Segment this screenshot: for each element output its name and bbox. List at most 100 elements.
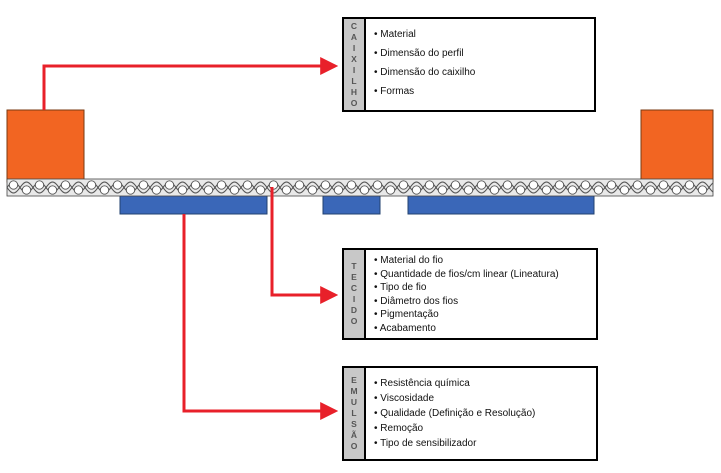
mesh-thread-circle xyxy=(567,185,578,195)
mesh-thread-circle xyxy=(528,180,539,190)
list-item: • Viscosidade xyxy=(374,393,435,404)
mesh-thread-circle xyxy=(73,185,84,195)
mesh-thread-circle xyxy=(437,185,448,195)
mesh-thread-circle xyxy=(294,180,305,190)
tab-letter: I xyxy=(352,42,356,53)
mesh-fabric xyxy=(6,178,714,197)
frame-block-left xyxy=(6,109,85,183)
tab-letter: C xyxy=(350,20,358,31)
list-item: • Resistência química xyxy=(374,378,470,389)
list-item: • Material do fio xyxy=(374,255,444,266)
tab-letter: O xyxy=(350,316,358,326)
tab-letter: U xyxy=(350,397,358,407)
tab-letter: I xyxy=(352,294,356,304)
tab-letter: D xyxy=(350,305,358,315)
mesh-thread-circle xyxy=(671,185,682,195)
tab-letter: C xyxy=(350,283,358,293)
mesh-thread-circle xyxy=(632,180,643,190)
list-item: • Remoção xyxy=(374,423,424,434)
mesh-thread-circle xyxy=(476,180,487,190)
mesh-thread-circle xyxy=(346,180,357,190)
list-item: • Dimensão do perfil xyxy=(374,48,464,59)
mesh-thread-circle xyxy=(593,185,604,195)
caixilho-box: C A I X I L H O • Material • Dimensão do… xyxy=(342,17,596,112)
tab-letter: O xyxy=(350,441,358,451)
mesh-wave-a xyxy=(6,181,714,194)
mesh-thread-circle xyxy=(112,180,123,190)
mesh-thread-circle xyxy=(619,185,630,195)
mesh-thread-circle xyxy=(411,185,422,195)
list-item: • Diâmetro dos fios xyxy=(374,295,459,307)
list-item: • Material xyxy=(374,29,416,40)
mesh-thread-circle xyxy=(307,185,318,195)
mesh-thread-circle xyxy=(606,180,617,190)
mesh-thread-circle xyxy=(658,180,669,190)
list-item: • Dimensão do caixilho xyxy=(374,67,476,78)
list-item: • Tipo de sensibilizador xyxy=(374,438,477,449)
caixilho-list: • Material • Dimensão do perfil • Dimens… xyxy=(366,19,475,110)
emulsao-list: • Resistência química • Viscosidade • Qu… xyxy=(366,368,535,459)
mesh-thread-circle xyxy=(229,185,240,195)
mesh-thread-circle xyxy=(502,180,513,190)
tecido-tab: T E C I D O xyxy=(344,250,366,338)
arrow-to-tecido xyxy=(270,187,339,304)
emulsao-tab: E M U L S Ã O xyxy=(344,368,366,459)
tab-letter: E xyxy=(351,375,357,385)
mesh-thread-circle xyxy=(125,185,136,195)
mesh-thread-circle xyxy=(372,180,383,190)
mesh-thread-circle xyxy=(164,180,175,190)
mesh-thread-circle xyxy=(151,185,162,195)
mesh-band xyxy=(6,178,714,197)
mesh-thread-circle xyxy=(489,185,500,195)
mesh-thread-circle xyxy=(21,185,32,195)
tab-letter: L xyxy=(351,75,357,86)
mesh-thread-circle xyxy=(190,180,201,190)
list-item: • Tipo de fio xyxy=(374,282,427,293)
mesh-thread-circle xyxy=(60,180,71,190)
mesh-thread-circle xyxy=(177,185,188,195)
arrow-to-emulsao xyxy=(182,214,339,420)
tab-letter: S xyxy=(351,419,357,429)
mesh-thread-circle xyxy=(8,180,19,190)
mesh-thread-circle xyxy=(580,180,591,190)
list-item: • Formas xyxy=(374,86,415,97)
tab-letter: T xyxy=(351,261,357,271)
tab-letter: H xyxy=(350,86,358,97)
mesh-thread-circle xyxy=(47,185,58,195)
mesh-thread-circle xyxy=(463,185,474,195)
mesh-thread-circle xyxy=(255,185,266,195)
mesh-thread-circle xyxy=(34,180,45,190)
mesh-thread-circle xyxy=(697,185,708,195)
tecido-list: • Material do fio • Quantidade de fios/c… xyxy=(366,250,559,338)
tab-letter: E xyxy=(351,272,357,282)
caixilho-tab: C A I X I L H O xyxy=(344,19,366,110)
mesh-thread-circle xyxy=(398,180,409,190)
tab-letter: A xyxy=(350,31,358,42)
mesh-thread-circle xyxy=(554,180,565,190)
list-item: • Qualidade (Definição e Resolução) xyxy=(374,408,536,419)
mesh-thread-circle xyxy=(203,185,214,195)
mesh-thread-circle xyxy=(333,185,344,195)
mesh-thread-circle xyxy=(281,185,292,195)
mesh-thread-circle xyxy=(385,185,396,195)
mesh-thread-circle xyxy=(320,180,331,190)
list-item: • Pigmentação xyxy=(374,309,439,320)
mesh-thread-circle xyxy=(99,185,110,195)
mesh-thread-circle xyxy=(515,185,526,195)
tab-letter: M xyxy=(350,386,358,396)
tab-letter: X xyxy=(351,53,357,64)
mesh-thread-circle xyxy=(645,185,656,195)
mesh-thread-circle xyxy=(359,185,370,195)
mesh-thread-circle xyxy=(541,185,552,195)
tab-letter: I xyxy=(352,64,356,75)
mesh-thread-circle xyxy=(86,180,97,190)
tab-letter: Ã xyxy=(350,430,358,440)
mesh-thread-circle xyxy=(138,180,149,190)
mesh-thread-circle xyxy=(684,180,695,190)
list-item: • Acabamento xyxy=(374,322,436,334)
mesh-thread-circle xyxy=(242,180,253,190)
list-item: • Quantidade de fios/cm linear (Lineatur… xyxy=(374,268,559,280)
tab-letter: L xyxy=(351,408,357,418)
tab-letter: O xyxy=(350,97,358,108)
